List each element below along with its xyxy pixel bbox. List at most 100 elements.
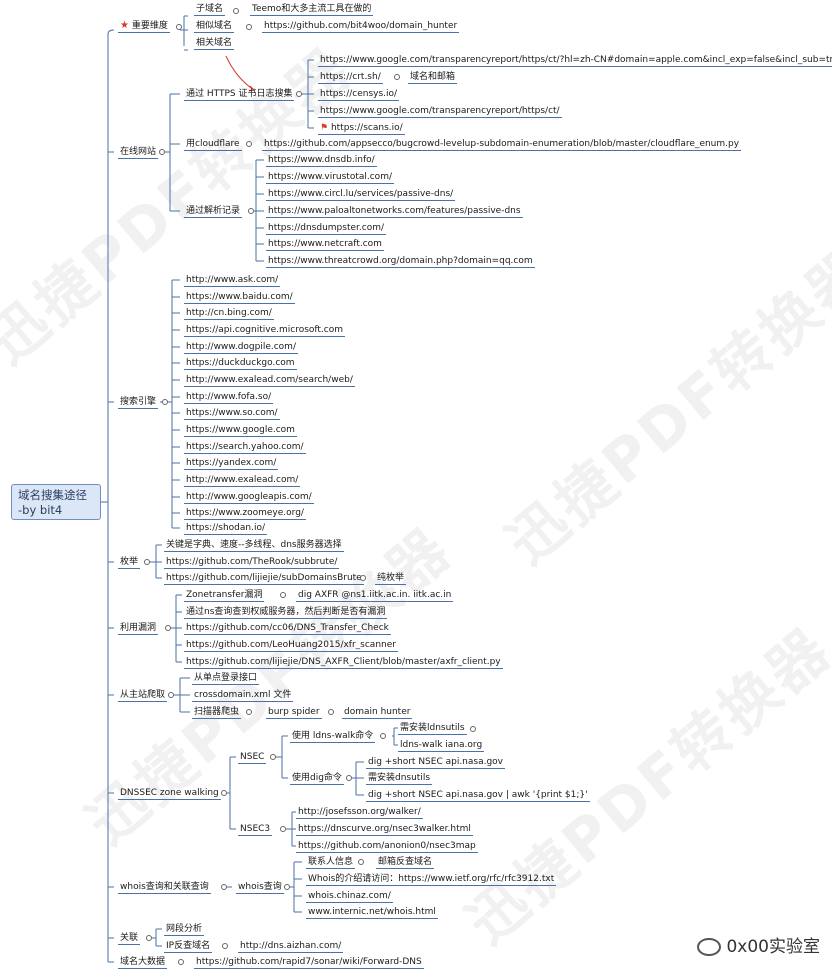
url-item[interactable]: https://www.virustotal.com/ xyxy=(266,172,394,184)
root-topic[interactable]: 域名搜集途径 -by bit4 xyxy=(11,484,101,520)
search-engine-url[interactable]: http://www.exalead.com/ xyxy=(184,475,301,487)
node-cloudflare[interactable]: 用cloudflare xyxy=(184,139,242,151)
dig-item[interactable]: dig +short NSEC api.nasa.gov | awk '{pri… xyxy=(366,790,590,802)
nsec3-item[interactable]: https://github.com/anonion0/nsec3map xyxy=(296,841,478,853)
collapse-icon[interactable] xyxy=(222,943,228,949)
node-nsec[interactable]: NSEC xyxy=(238,752,267,764)
node-similar-url[interactable]: https://github.com/bit4woo/domain_hunter xyxy=(262,21,460,33)
node-ldns[interactable]: 使用 ldns-walk命令 xyxy=(290,731,376,743)
collapse-icon[interactable] xyxy=(328,709,334,715)
node-nsec3[interactable]: NSEC3 xyxy=(238,824,273,836)
collapse-icon[interactable] xyxy=(221,790,227,796)
search-engine-url[interactable]: http://cn.bing.com/ xyxy=(184,308,274,320)
collapse-icon[interactable] xyxy=(233,8,239,14)
branch-dnssec[interactable]: DNSSEC zone walking xyxy=(118,788,221,800)
collapse-icon[interactable] xyxy=(168,692,174,698)
search-engine-url[interactable]: https://www.so.com/ xyxy=(184,408,280,420)
collapse-icon[interactable] xyxy=(270,754,276,760)
collapse-icon[interactable] xyxy=(178,959,184,965)
whois-contact[interactable]: 联系人信息 xyxy=(306,857,356,869)
dig-item[interactable]: 需安装dnsutils xyxy=(366,773,433,785)
collapse-icon[interactable] xyxy=(280,826,286,832)
node-dig[interactable]: 使用dig命令 xyxy=(290,773,344,785)
vuln-item[interactable]: https://github.com/LeoHuang2015/xfr_scan… xyxy=(184,640,398,652)
url-item[interactable]: https://www.circl.lu/services/passive-dn… xyxy=(266,189,456,201)
url-item[interactable]: https://dnsdumpster.com/ xyxy=(266,223,387,235)
search-engine-url[interactable]: https://api.cognitive.microsoft.com xyxy=(184,325,346,337)
url-item[interactable]: https://www.google.com/transparencyrepor… xyxy=(318,54,832,67)
search-engine-url[interactable]: https://www.baidu.com/ xyxy=(184,292,295,304)
branch-bigdata[interactable]: 域名大数据 xyxy=(118,957,168,969)
search-engine-url[interactable]: http://www.ask.com/ xyxy=(184,275,281,287)
crawl-tool[interactable]: domain hunter xyxy=(342,707,413,719)
collapse-icon[interactable] xyxy=(176,24,182,30)
collapse-icon[interactable] xyxy=(380,733,386,739)
search-engine-url[interactable]: https://duckduckgo.com xyxy=(184,358,297,370)
dig-item[interactable]: dig +short NSEC api.nasa.gov xyxy=(366,757,506,769)
crawl-item[interactable]: crossdomain.xml 文件 xyxy=(192,690,294,702)
crawl-item[interactable]: 从单点登录接口 xyxy=(192,673,260,685)
search-engine-url[interactable]: https://yandex.com/ xyxy=(184,458,279,470)
nsec3-item[interactable]: https://dnscurve.org/nsec3walker.html xyxy=(296,824,473,836)
collapse-icon[interactable] xyxy=(146,935,152,941)
search-engine-url[interactable]: http://www.exalead.com/search/web/ xyxy=(184,375,355,387)
branch-vuln[interactable]: 利用漏洞 xyxy=(118,623,159,635)
brute-item[interactable]: https://github.com/TheRook/subbrute/ xyxy=(164,557,340,569)
expand-icon[interactable] xyxy=(470,726,476,732)
bigdata-url[interactable]: https://github.com/rapid7/sonar/wiki/For… xyxy=(194,957,424,969)
url-item[interactable]: https://www.paloaltonetworks.com/feature… xyxy=(266,206,523,218)
url-item[interactable]: https://www.netcraft.com xyxy=(266,239,384,251)
collapse-icon[interactable] xyxy=(346,775,352,781)
collapse-icon[interactable] xyxy=(221,884,227,890)
node-subdomain[interactable]: 子域名 xyxy=(194,4,226,16)
zone-cmd[interactable]: dig AXFR @ns1.iitk.ac.in. iitk.ac.in xyxy=(296,590,454,602)
collapse-icon[interactable] xyxy=(358,859,364,865)
url-item[interactable]: https://www.threatcrowd.org/domain.php?d… xyxy=(266,256,535,268)
collapse-icon[interactable] xyxy=(246,709,252,715)
branch-search[interactable]: 搜索引擎 xyxy=(118,397,159,409)
branch-crawl[interactable]: 从主站爬取 xyxy=(118,690,168,702)
collapse-icon[interactable] xyxy=(394,74,400,80)
ldns-item[interactable]: ldns-walk iana.org xyxy=(398,740,485,752)
node-similar[interactable]: 相似域名 xyxy=(194,21,235,33)
whois-item[interactable]: whois.chinaz.com/ xyxy=(306,891,393,903)
whois-item[interactable]: Whois的介绍请访问：https://www.ietf.org/rfc/rfc… xyxy=(306,874,557,886)
collapse-icon[interactable] xyxy=(144,559,150,565)
branch-whois[interactable]: whois查询和关联查询 xyxy=(118,882,211,894)
collapse-icon[interactable] xyxy=(165,625,171,631)
node-related[interactable]: 相关域名 xyxy=(194,38,235,50)
node-whois[interactable]: whois查询 xyxy=(236,882,284,894)
crawl-tool[interactable]: burp spider xyxy=(266,707,322,719)
whois-item[interactable]: www.internic.net/whois.html xyxy=(306,907,438,919)
collapse-icon[interactable] xyxy=(246,24,252,30)
url-item[interactable]: https://censys.io/ xyxy=(318,89,400,101)
vuln-item[interactable]: 通过ns查询查到权威服务器，然后判断是否有漏洞 xyxy=(184,607,388,619)
branch-important[interactable]: ★ 重要维度 xyxy=(118,20,170,33)
url-item-flagged[interactable]: ⚑ https://scans.io/ xyxy=(318,123,405,135)
collapse-icon[interactable] xyxy=(296,91,302,97)
collapse-icon[interactable] xyxy=(159,149,165,155)
vuln-item[interactable]: https://github.com/cc06/DNS_Transfer_Che… xyxy=(184,623,391,635)
branch-brute[interactable]: 枚举 xyxy=(118,557,141,569)
branch-online[interactable]: 在线网站 xyxy=(118,147,159,159)
search-engine-url[interactable]: https://search.yahoo.com/ xyxy=(184,442,306,454)
nsec3-item[interactable]: http://josefsson.org/walker/ xyxy=(296,807,423,819)
crt-note[interactable]: 域名和邮箱 xyxy=(408,72,458,84)
vuln-item[interactable]: https://github.com/lijiejie/DNS_AXFR_Cli… xyxy=(184,657,503,669)
node-subdomain-note[interactable]: Teemo和大多主流工具在做的 xyxy=(250,4,374,16)
url-item[interactable]: https://www.dnsdb.info/ xyxy=(266,155,377,167)
collapse-icon[interactable] xyxy=(360,575,366,581)
search-engine-url[interactable]: https://www.google.com xyxy=(184,425,297,437)
url-item[interactable]: https://crt.sh/ xyxy=(318,72,383,84)
brute-item[interactable]: 关键是字典、速度--多线程、dns服务器选择 xyxy=(164,540,344,552)
node-zonetransfer[interactable]: Zonetransfer漏洞 xyxy=(184,590,265,602)
url-item[interactable]: https://github.com/appsecco/bugcrowd-lev… xyxy=(262,139,742,151)
url-item[interactable]: https://www.google.com/transparencyrepor… xyxy=(318,106,562,118)
whois-reverse[interactable]: 邮箱反查域名 xyxy=(376,857,435,869)
brute-note[interactable]: 纯枚举 xyxy=(375,573,407,585)
brute-item[interactable]: https://github.com/lijiejie/subDomainsBr… xyxy=(164,573,364,585)
search-engine-url[interactable]: https://shodan.io/ xyxy=(184,523,267,535)
ldns-item[interactable]: 需安装ldnsutils xyxy=(398,723,467,735)
node-dns-records[interactable]: 通过解析记录 xyxy=(184,206,243,218)
search-engine-url[interactable]: https://www.zoomeye.org/ xyxy=(184,508,306,520)
